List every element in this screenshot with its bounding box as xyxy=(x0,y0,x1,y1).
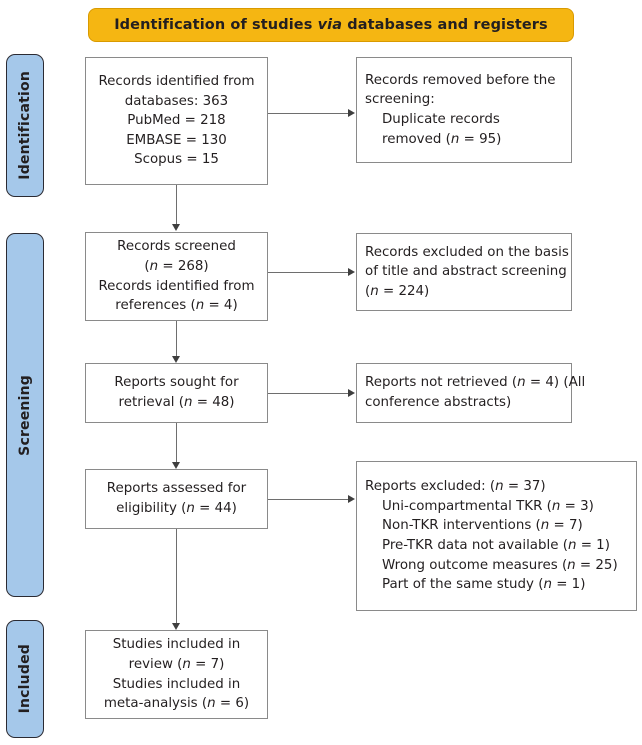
box-reports-excluded: Reports excluded: (n = 37) Uni-compartme… xyxy=(356,461,637,611)
reports-assessed-line-2: eligibility (n = 44) xyxy=(116,501,237,516)
records-screened-line-3: Records identified from xyxy=(98,278,255,294)
box-records-identified: Records identified from databases: 363 P… xyxy=(85,57,268,185)
reports-not-retrieved-line-1: Reports not retrieved (n = 4) (All xyxy=(365,375,586,391)
arrowhead-identified-to-removed xyxy=(348,109,355,117)
reports-sought-line-1: Reports sought for xyxy=(114,375,239,391)
records-excluded-line-3: (n = 224) xyxy=(365,283,430,299)
arrowhead-identified-to-screened xyxy=(172,224,180,231)
records-excluded-line-1: Records excluded on the basis xyxy=(365,244,569,260)
records-identified-line-3: PubMed = 218 xyxy=(127,113,226,129)
arrowhead-screened-to-excluded xyxy=(348,268,355,276)
reports-excluded-line-5: Wrong outcome measures (n = 25) xyxy=(382,557,618,573)
studies-included-line-3: Studies included in xyxy=(112,676,241,692)
records-screened-line-2: (n = 268) xyxy=(144,258,209,274)
reports-assessed-line-1: Reports assessed for xyxy=(106,481,247,497)
stage-label-screening: Screening xyxy=(6,233,44,597)
studies-included-line-1: Studies included in xyxy=(112,637,241,653)
records-removed-line-2: screening: xyxy=(365,92,435,108)
box-studies-included: Studies included in review (n = 7) Studi… xyxy=(85,630,268,719)
records-removed-line-4: removed (n = 95) xyxy=(382,131,502,147)
stage-label-included: Included xyxy=(6,620,44,738)
connector-sought-to-assessed xyxy=(176,423,178,463)
connector-identified-to-screened xyxy=(176,185,178,225)
box-reports-sought: Reports sought for retrieval (n = 48) xyxy=(85,363,268,423)
studies-included-line-4: meta-analysis (n = 6) xyxy=(103,696,250,712)
header-title-post: databases and registers xyxy=(342,17,548,33)
reports-excluded-line-2: Uni-compartmental TKR (n = 3) xyxy=(382,498,594,514)
stage-label-included-text: Included xyxy=(17,644,33,714)
box-records-removed: Records removed before the screening: Du… xyxy=(356,57,572,163)
connector-assessed-to-reports-excluded xyxy=(268,499,348,501)
reports-excluded-line-4: Pre-TKR data not available (n = 1) xyxy=(382,538,610,553)
records-excluded-line-2: of title and abstract screening xyxy=(365,264,567,280)
arrowhead-assessed-to-reports-excluded xyxy=(348,495,355,503)
records-identified-line-1: Records identified from xyxy=(98,74,255,90)
reports-excluded-line-6: Part of the same study (n = 1) xyxy=(382,577,586,593)
reports-excluded-line-3: Non-TKR interventions (n = 7) xyxy=(382,518,583,534)
records-identified-line-5: Scopus = 15 xyxy=(134,152,219,168)
studies-included-line-2: review (n = 7) xyxy=(128,656,225,672)
diagram-header-title: Identification of studies via databases … xyxy=(114,17,548,33)
arrowhead-sought-to-assessed xyxy=(172,462,180,469)
arrowhead-screened-to-sought xyxy=(172,356,180,363)
box-records-screened: Records screened (n = 268) Records ident… xyxy=(85,232,268,321)
stage-label-identification: Identification xyxy=(6,54,44,197)
header-title-pre: Identification of studies xyxy=(114,17,318,33)
records-identified-line-2: databases: 363 xyxy=(124,93,229,109)
records-removed-line-1: Records removed before the xyxy=(365,72,556,88)
connector-assessed-to-included xyxy=(176,529,178,624)
records-screened-line-1: Records screened xyxy=(117,239,236,255)
box-records-excluded-title-abstract: Records excluded on the basis of title a… xyxy=(356,233,572,311)
reports-not-retrieved-line-2: conference abstracts) xyxy=(365,395,512,410)
arrowhead-assessed-to-included xyxy=(172,623,180,630)
records-removed-line-3: Duplicate records xyxy=(382,112,500,127)
arrowhead-sought-to-not-retrieved xyxy=(348,389,355,397)
box-reports-assessed: Reports assessed for eligibility (n = 44… xyxy=(85,469,268,529)
records-screened-line-4: references (n = 4) xyxy=(115,298,238,314)
records-identified-line-4: EMBASE = 130 xyxy=(126,132,227,148)
stage-label-identification-text: Identification xyxy=(17,71,33,180)
connector-screened-to-sought xyxy=(176,321,178,357)
stage-label-screening-text: Screening xyxy=(17,374,33,456)
reports-excluded-line-1: Reports excluded: (n = 37) xyxy=(365,479,546,495)
connector-screened-to-excluded xyxy=(268,272,348,274)
connector-identified-to-removed xyxy=(268,113,348,115)
box-reports-not-retrieved: Reports not retrieved (n = 4) (All confe… xyxy=(356,363,586,423)
connector-sought-to-not-retrieved xyxy=(268,393,348,395)
diagram-header-banner: Identification of studies via databases … xyxy=(88,8,574,42)
header-title-emphasis: via xyxy=(317,17,343,33)
reports-sought-line-2: retrieval (n = 48) xyxy=(118,395,235,410)
